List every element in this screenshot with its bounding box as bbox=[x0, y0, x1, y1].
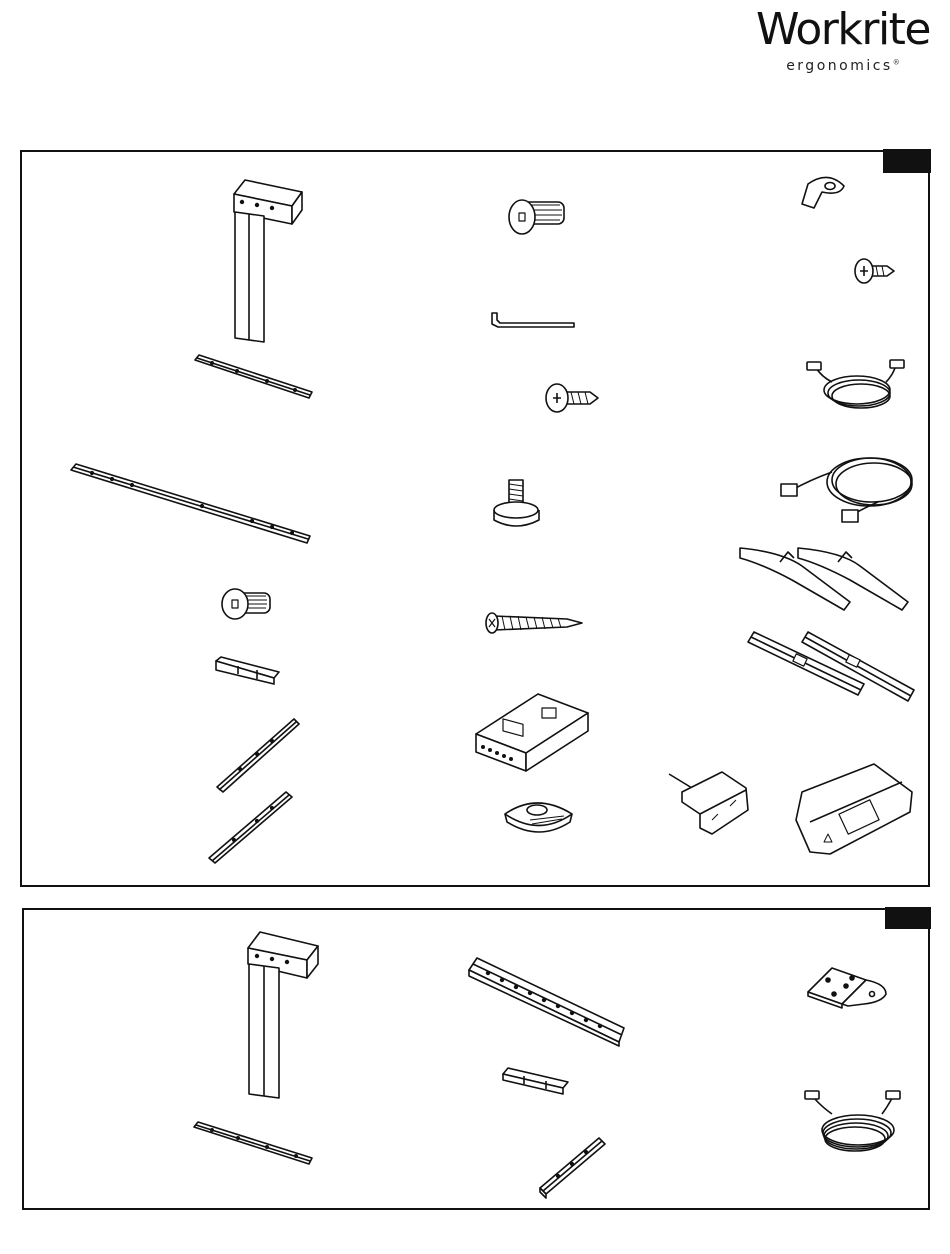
extension-rail-part bbox=[469, 958, 624, 1046]
brand-name: Workrite bbox=[756, 4, 930, 56]
leveling-glide-part bbox=[494, 480, 539, 526]
up-down-handset-part bbox=[669, 772, 748, 834]
brand-tagline: ergonomics bbox=[786, 58, 893, 74]
small-bracket-part bbox=[216, 657, 279, 684]
long-mounting-rail-part bbox=[71, 464, 310, 543]
short-mounting-rail-part bbox=[194, 1122, 312, 1164]
hardware-panel-main bbox=[20, 150, 930, 887]
lifting-column-part bbox=[248, 932, 318, 1098]
mounting-plate-part bbox=[808, 968, 886, 1008]
angle-brace-part bbox=[209, 792, 292, 863]
angle-brace-part bbox=[540, 1138, 605, 1198]
brand-tagline-row: ergonomics® bbox=[756, 58, 930, 74]
hex-key-part bbox=[492, 313, 574, 327]
wood-screw-part bbox=[486, 613, 582, 633]
short-cable-part bbox=[807, 360, 904, 408]
flat-head-bolt-part bbox=[222, 589, 270, 619]
parts-illustration-extension bbox=[24, 910, 927, 1207]
small-bracket-part bbox=[503, 1068, 568, 1094]
angle-brace-part bbox=[217, 719, 299, 792]
cable-grommet-part bbox=[505, 803, 572, 832]
lifting-column-part bbox=[234, 180, 302, 342]
flat-head-bolt-part bbox=[509, 200, 564, 234]
parts-illustration-main bbox=[22, 152, 927, 884]
brand-logo: Workrite ergonomics® bbox=[756, 4, 930, 74]
short-mounting-rail-part bbox=[195, 355, 312, 398]
registered-mark: ® bbox=[893, 58, 900, 66]
cable-clip-part bbox=[802, 177, 844, 208]
hardware-panel-extension bbox=[22, 908, 930, 1210]
control-box-part bbox=[476, 694, 588, 771]
pan-head-screw-part bbox=[855, 259, 894, 283]
extension-cable-part bbox=[805, 1091, 900, 1151]
pan-head-screw-part bbox=[546, 384, 598, 412]
programmable-handset-part bbox=[796, 764, 912, 854]
power-cord-part bbox=[781, 458, 912, 522]
